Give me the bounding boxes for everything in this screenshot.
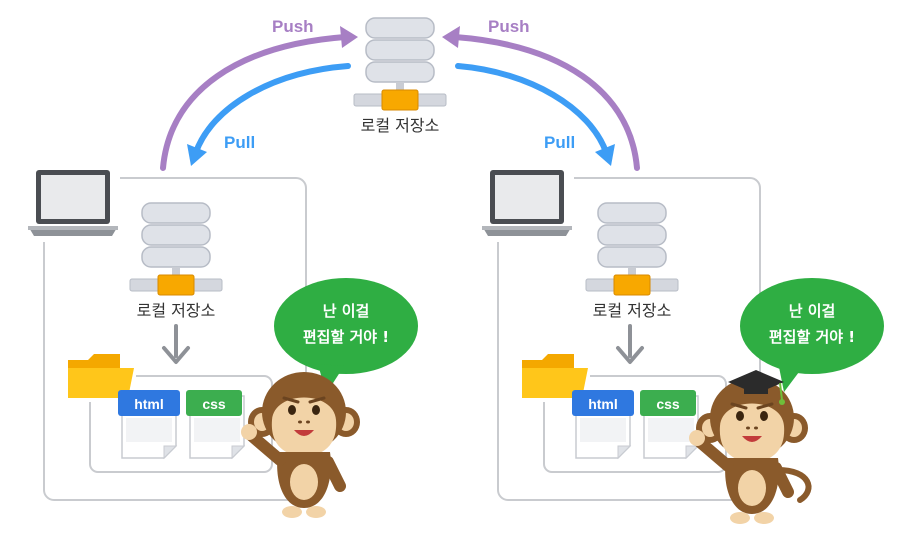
right-bubble-line1: 난 이걸 (789, 302, 836, 320)
left-html-file-label: html (134, 396, 164, 412)
right-repo-label: 로컬 저장소 (593, 301, 672, 320)
right-speech-bubble: 난 이걸 편집할 거야 ! (740, 278, 884, 392)
pull-arrow-left (187, 63, 351, 166)
left-laptop-icon (28, 168, 120, 242)
right-monkey-character (689, 370, 809, 524)
pull-label-left: Pull (224, 133, 255, 152)
push-label-right: Push (488, 17, 530, 36)
right-css-file-label: css (656, 396, 680, 412)
right-html-file-label: html (588, 396, 618, 412)
pull-label-right: Pull (544, 133, 575, 152)
left-speech-bubble: 난 이걸 편집할 거야 ! (274, 278, 418, 394)
remote-server-icon (353, 17, 447, 111)
right-server-icon (585, 202, 679, 296)
push-label-left: Push (272, 17, 314, 36)
left-css-file-label: css (202, 396, 226, 412)
left-bubble-line2: 편집할 거야 ! (303, 328, 389, 346)
push-arrow-left (160, 26, 358, 171)
right-down-arrow-icon (616, 324, 644, 364)
left-css-file-icon: css (186, 390, 245, 459)
left-bubble-line1: 난 이걸 (323, 302, 370, 320)
pull-arrow-right (455, 63, 615, 166)
left-server-icon (129, 202, 223, 296)
left-down-arrow-icon (162, 324, 190, 364)
push-arrow-right (442, 26, 640, 171)
right-css-file-icon: css (640, 390, 699, 459)
right-laptop-icon (482, 168, 574, 242)
left-repo-label: 로컬 저장소 (137, 301, 216, 320)
left-html-file-icon: html (118, 390, 180, 459)
right-html-file-icon: html (572, 390, 634, 459)
right-bubble-line2: 편집할 거야 ! (769, 328, 855, 346)
remote-repo-label: 로컬 저장소 (361, 116, 440, 135)
graduation-cap-icon (728, 370, 785, 405)
